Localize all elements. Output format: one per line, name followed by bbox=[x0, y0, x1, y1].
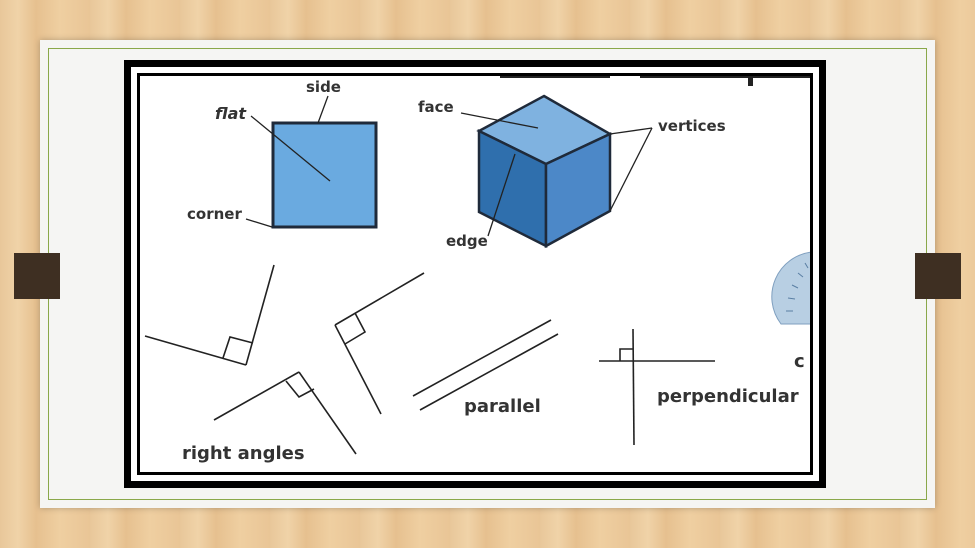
label-face: face bbox=[418, 98, 454, 116]
slide-tab-left bbox=[14, 253, 60, 299]
flat-pointer-line bbox=[250, 115, 331, 182]
picture-frame: side flat corner face vertices edge bbox=[124, 60, 826, 488]
label-edge: edge bbox=[446, 232, 488, 250]
side-pointer-line bbox=[317, 95, 329, 124]
face-pointer-line bbox=[460, 112, 539, 129]
label-right-angles: right angles bbox=[182, 443, 305, 464]
diagram-canvas: side flat corner face vertices edge bbox=[140, 76, 810, 472]
perpendicular-lines bbox=[599, 328, 715, 446]
vertices-pointer-line-2 bbox=[609, 127, 653, 212]
label-corner: corner bbox=[187, 205, 242, 223]
label-perpendicular: perpendicular bbox=[657, 386, 799, 407]
shapes-diagram: side flat corner face vertices edge bbox=[144, 76, 810, 464]
cropped-title-fragment bbox=[500, 76, 810, 86]
label-side: side bbox=[306, 78, 341, 96]
right-angle-2 bbox=[334, 272, 425, 415]
right-angle-3 bbox=[213, 371, 357, 455]
vertices-pointer-line-1 bbox=[609, 127, 653, 135]
flat-square bbox=[271, 121, 378, 229]
edge-pointer-line bbox=[487, 153, 516, 237]
parallel-lines bbox=[412, 319, 559, 411]
protractor-fragment bbox=[771, 251, 810, 325]
corner-pointer-line bbox=[245, 218, 273, 228]
label-cut-letter: c bbox=[794, 351, 805, 372]
right-angle-1 bbox=[144, 264, 275, 366]
label-parallel: parallel bbox=[464, 396, 541, 417]
label-flat: flat bbox=[215, 104, 247, 123]
label-vertices: vertices bbox=[658, 117, 726, 135]
slide-tab-right bbox=[915, 253, 961, 299]
